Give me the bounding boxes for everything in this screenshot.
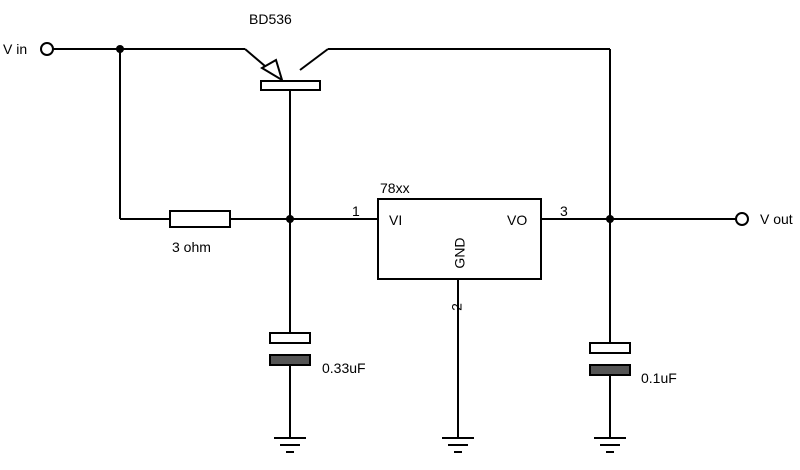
junction-dots bbox=[116, 45, 614, 223]
pin1-label: 1 bbox=[352, 203, 360, 219]
vout-label: V out bbox=[760, 211, 793, 227]
input-wires bbox=[53, 48, 378, 220]
regulator-78xx bbox=[377, 198, 736, 438]
vout-terminal bbox=[735, 212, 749, 226]
resistor-label: 3 ohm bbox=[172, 239, 211, 255]
vo-pin-label: VO bbox=[507, 212, 527, 228]
vin-label: V in bbox=[3, 41, 27, 57]
transistor-bd536 bbox=[260, 48, 610, 333]
transistor-label: BD536 bbox=[249, 11, 292, 27]
capacitor-0.1uf bbox=[589, 342, 631, 438]
ground-symbol-3 bbox=[594, 437, 626, 453]
vi-pin-label: VI bbox=[389, 212, 402, 228]
pin2-label: 2 bbox=[449, 303, 465, 311]
regulator-label: 78xx bbox=[380, 180, 410, 196]
gnd-pin-label: GND bbox=[452, 237, 468, 268]
ground-symbol-2 bbox=[442, 437, 474, 453]
pin3-label: 3 bbox=[560, 203, 568, 219]
ground-symbol-1 bbox=[274, 437, 306, 453]
capacitor-0.33uf bbox=[269, 332, 311, 438]
resistor-3ohm bbox=[169, 210, 231, 228]
cap2-label: 0.1uF bbox=[641, 370, 677, 386]
cap1-label: 0.33uF bbox=[322, 360, 366, 376]
vin-terminal bbox=[40, 42, 54, 56]
